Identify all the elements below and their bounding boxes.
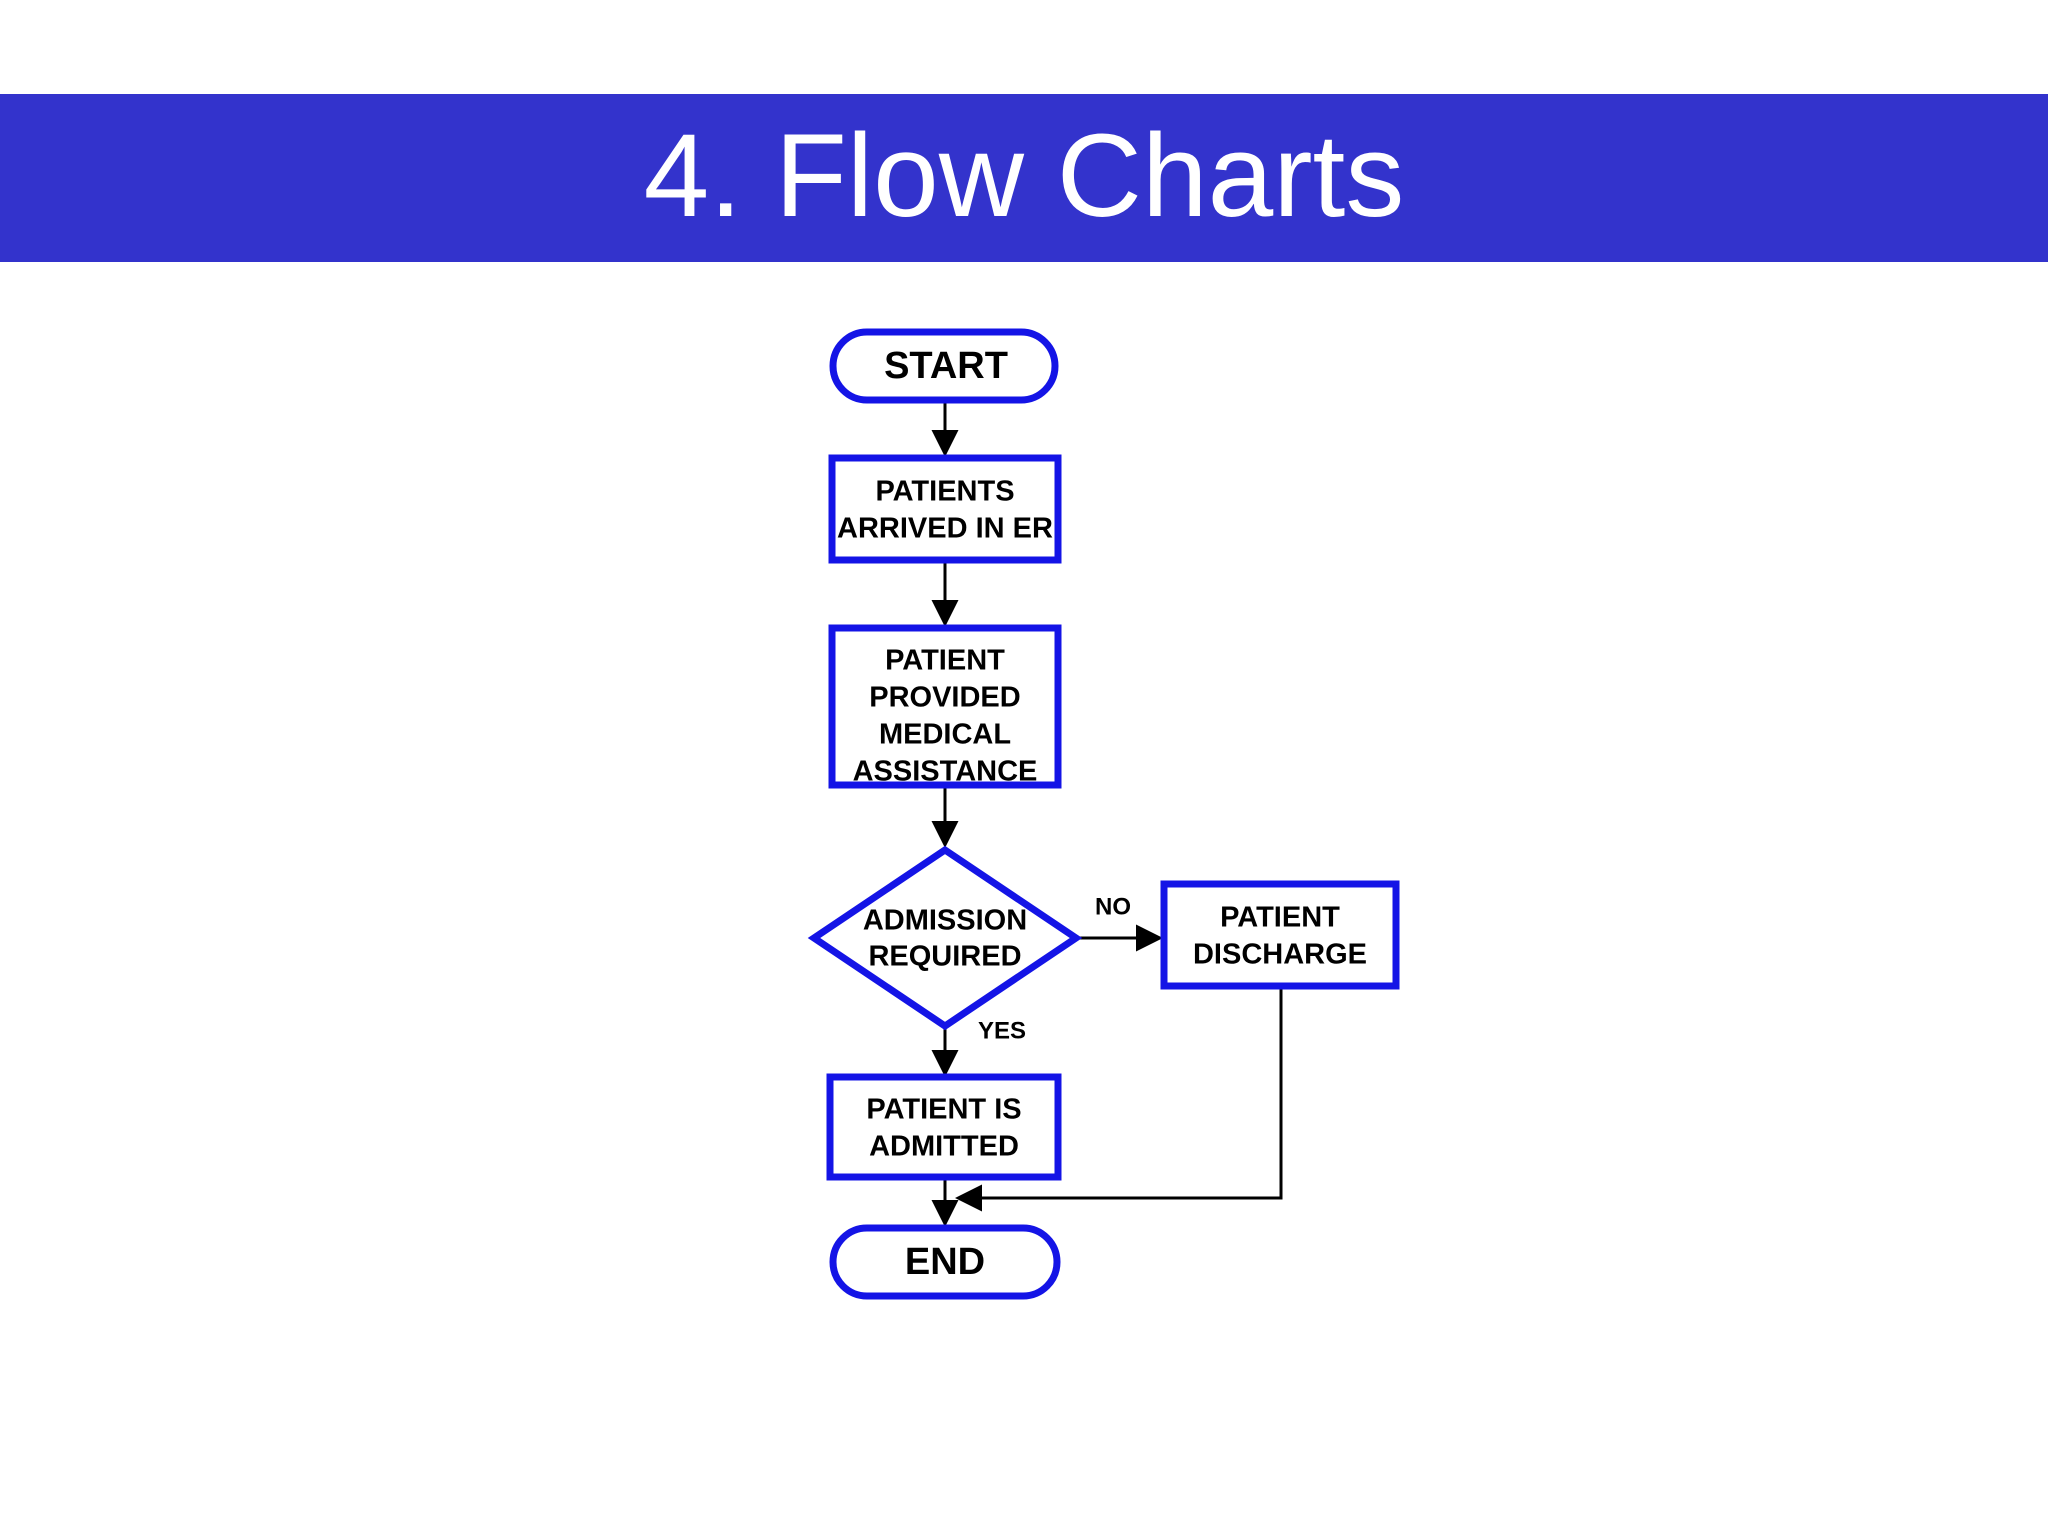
patient-admitted-shape xyxy=(826,1073,1062,1181)
medical-assistance-shape xyxy=(828,624,1062,789)
end-label: END xyxy=(905,1241,985,1283)
medical-assistance-label-line2: PROVIDED xyxy=(869,682,1020,714)
edge-label-yes: YES xyxy=(978,1017,1026,1044)
start-label: START xyxy=(884,345,1008,387)
medical-assistance-label-line3: MEDICAL xyxy=(879,719,1011,751)
title-banner: 4. Flow Charts xyxy=(0,94,2048,262)
patient-admitted-label-line1: PATIENT IS xyxy=(866,1094,1021,1126)
patient-admitted-label-line2: ADMITTED xyxy=(869,1131,1019,1163)
medical-assistance-label-line1: PATIENT xyxy=(885,645,1005,677)
admission-required-label-line1: ADMISSION xyxy=(863,905,1027,937)
patient-discharge-shape xyxy=(1160,880,1400,990)
node-medical-assistance[interactable]: PATIENT PROVIDED MEDICAL ASSISTANCE xyxy=(828,624,1062,789)
end-terminal-shape xyxy=(829,1224,1061,1300)
page-title: 4. Flow Charts xyxy=(643,110,1405,242)
node-patient-discharge[interactable]: PATIENT DISCHARGE xyxy=(1160,880,1400,990)
patients-arrived-label-line1: PATIENTS xyxy=(875,476,1014,508)
patient-discharge-label-line2: DISCHARGE xyxy=(1193,939,1367,971)
node-start[interactable]: START xyxy=(829,328,1059,404)
node-patient-admitted[interactable]: PATIENT IS ADMITTED xyxy=(826,1073,1062,1181)
node-admission-required[interactable]: ADMISSION REQUIRED xyxy=(807,845,1083,1031)
edge-discharge-to-end xyxy=(955,986,1283,1212)
patients-arrived-shape xyxy=(828,454,1062,564)
patients-arrived-label-line2: ARRIVED IN ER xyxy=(837,513,1053,545)
admission-required-label-line2: REQUIRED xyxy=(868,941,1021,973)
edge-label-no: NO xyxy=(1095,893,1131,920)
medical-assistance-label-line4: ASSISTANCE xyxy=(853,756,1038,788)
admission-required-shape xyxy=(807,845,1083,1031)
patient-discharge-label-line1: PATIENT xyxy=(1220,902,1340,934)
node-end[interactable]: END xyxy=(829,1224,1061,1300)
node-patients-arrived[interactable]: PATIENTS ARRIVED IN ER xyxy=(828,454,1062,564)
connector-layer xyxy=(931,400,1283,1227)
start-terminal-shape xyxy=(829,328,1059,404)
flowchart-diagram: START PATIENTS ARRIVED IN ER PATIENT PRO… xyxy=(0,262,2048,1536)
